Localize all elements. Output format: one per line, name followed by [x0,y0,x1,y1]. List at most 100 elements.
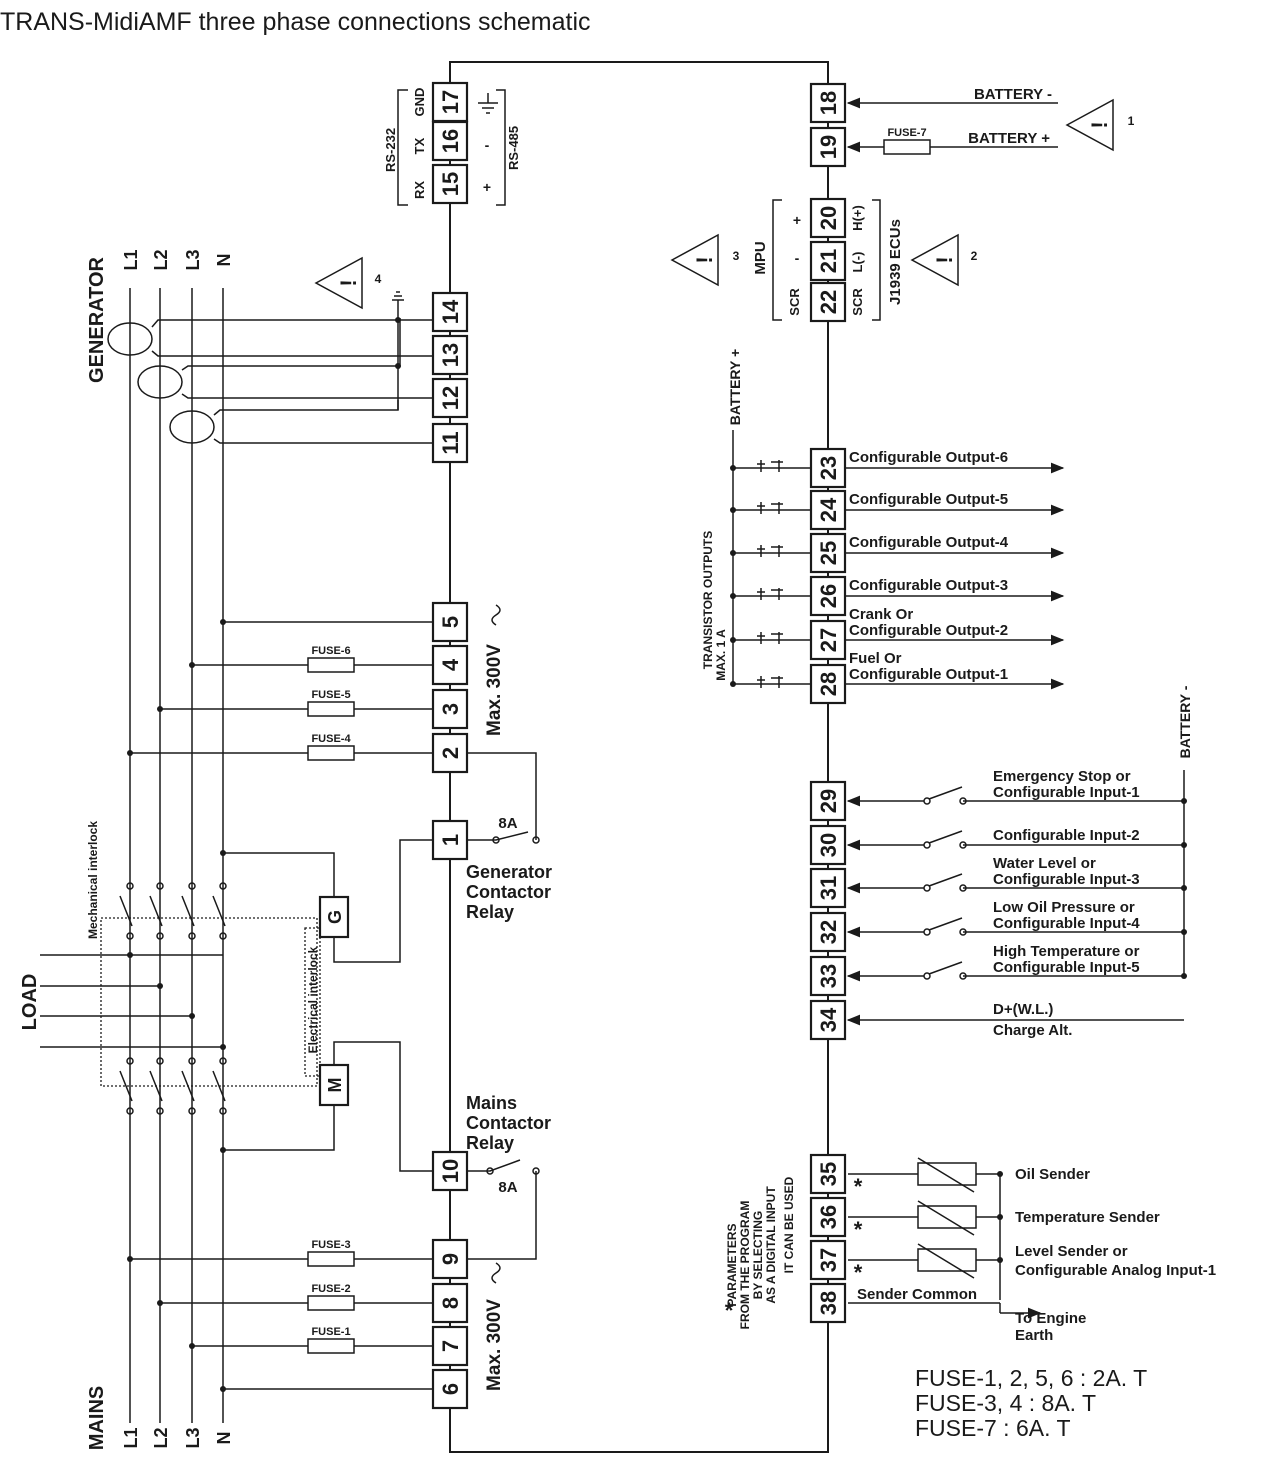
transistor-note-2: MAX. 1 A [714,629,728,681]
fuse-fuse-4: FUSE-4 [307,733,355,761]
svg-text:*: * [854,1174,863,1199]
svg-text:Temperature Sender: Temperature Sender [1015,1209,1160,1226]
svg-text:13: 13 [438,343,463,367]
svg-text:FUSE-4: FUSE-4 [311,733,351,745]
comms-block: RS-232 GND TX RX RS-485 - + [383,88,521,206]
battery-minus-label: BATTERY - [974,86,1052,103]
terminal-24: 24 [809,489,847,531]
mechanical-interlock-label: Mechanical interlock [86,821,100,939]
terminal-34: 34 [809,999,847,1041]
digital-note-2: AS A DIGITAL INPUT [764,1186,778,1304]
svg-text:Fuel Or: Fuel Or [849,650,902,667]
svg-text:6: 6 [438,1383,463,1395]
contactor-switch [119,1057,134,1115]
gen-phase-n: N [214,254,234,267]
mpu-label: MPU [752,241,769,274]
svg-text:Configurable Input-5: Configurable Input-5 [993,959,1140,976]
svg-text:Crank Or: Crank Or [849,606,913,623]
svg-text:Configurable Output-4: Configurable Output-4 [849,534,1009,551]
warning-icon-2: ! 2 [910,233,978,287]
svg-text:32: 32 [816,920,841,944]
terminal-14: 14 [431,291,469,333]
svg-text:8: 8 [438,1297,463,1309]
terminal-28: 28 [809,663,847,705]
terminal-23: 23 [809,447,847,489]
terminal-32: 32 [809,911,847,953]
svg-text:18: 18 [816,91,841,115]
svg-text:Configurable Input-2: Configurable Input-2 [993,827,1140,844]
svg-text:*: * [854,1217,863,1242]
gen-phase-l2: L2 [151,249,171,270]
digital-inputs: BATTERY - [1177,685,1193,976]
fuse-fuse-5: FUSE-5 [307,689,355,717]
terminal-2: 2 [431,732,469,774]
ac-icon-mains [491,1262,501,1284]
svg-text:1: 1 [438,834,463,846]
svg-text:Configurable Analog Input-1: Configurable Analog Input-1 [1015,1262,1216,1279]
output-25: Configurable Output-4 [730,534,1065,559]
svg-text:Oil Sender: Oil Sender [1015,1166,1090,1183]
terminal-25: 25 [809,532,847,574]
mpu-plus: + [793,212,801,228]
ground-icon [478,93,498,114]
svg-text:Configurable Output-5: Configurable Output-5 [849,491,1008,508]
fuse-fuse-6: FUSE-6 [307,645,355,673]
page-title: TRANS-MidiAMF three phase connections sc… [0,8,591,36]
svg-text:7: 7 [438,1340,463,1352]
main-contacts [119,882,227,1115]
mains-relay-label-3: Relay [466,1133,514,1153]
gen-relay-label-2: Contactor [466,882,551,902]
svg-text:33: 33 [816,964,841,988]
charge-label-2: Charge Alt. [993,1022,1072,1039]
rs485-plus: + [483,179,491,195]
svg-text:20: 20 [816,206,841,230]
mains-voltage-taps [127,1256,432,1392]
engine-earth-2: Earth [1015,1327,1053,1344]
generator-contactor-coil [318,895,350,939]
svg-text:31: 31 [816,876,841,900]
terminal-11: 11 [431,422,469,464]
fuse-rating-3: FUSE-7 : 6A. T [915,1415,1071,1441]
mechanical-interlock [100,917,318,1087]
j1939-label: J1939 ECUs [887,219,904,305]
svg-text:FUSE-1: FUSE-1 [311,1326,350,1338]
svg-text:26: 26 [816,584,841,608]
contactor-m-label: M [325,1078,345,1093]
fuse-fuse-1: FUSE-1 [307,1326,355,1354]
svg-text:Water Level or: Water Level or [993,855,1096,872]
fuse-rating-1: FUSE-1, 2, 5, 6 : 2A. T [915,1365,1148,1391]
terminal-38: 38 [809,1282,847,1324]
mains-contactor-coil [318,1063,350,1107]
svg-text:9: 9 [438,1253,463,1265]
terminal-22: 22 [809,281,847,323]
contactor-switch [149,882,164,940]
svg-text:21: 21 [816,249,841,273]
terminal-20: 20 [809,197,847,239]
svg-text:1: 1 [1128,114,1135,128]
right-terminals: 1819202122232425262728293031323334353637… [809,82,847,1324]
sender-1: * Oil Sender [848,1157,1090,1199]
contactor-switch [119,882,134,940]
digital-note-5: PARAMETERS [725,1223,739,1306]
terminal-27: 27 [809,619,847,661]
svg-text:Low Oil Pressure or: Low Oil Pressure or [993,899,1135,916]
gen-phase-l1: L1 [121,249,141,270]
contactor-switch [181,882,196,940]
svg-text:28: 28 [816,672,841,696]
svg-text:38: 38 [816,1291,841,1315]
gen-relay-label-1: Generator [466,862,552,882]
terminal-29: 29 [809,780,847,822]
gen-relay-rating: 8A [498,815,517,832]
svg-text:24: 24 [816,497,841,522]
svg-text:Configurable Output-3: Configurable Output-3 [849,577,1008,594]
svg-text:25: 25 [816,541,841,565]
svg-text:4: 4 [438,658,463,671]
digital-note-4: FROM THE PROGRAM [738,1201,752,1330]
svg-text:19: 19 [816,135,841,159]
